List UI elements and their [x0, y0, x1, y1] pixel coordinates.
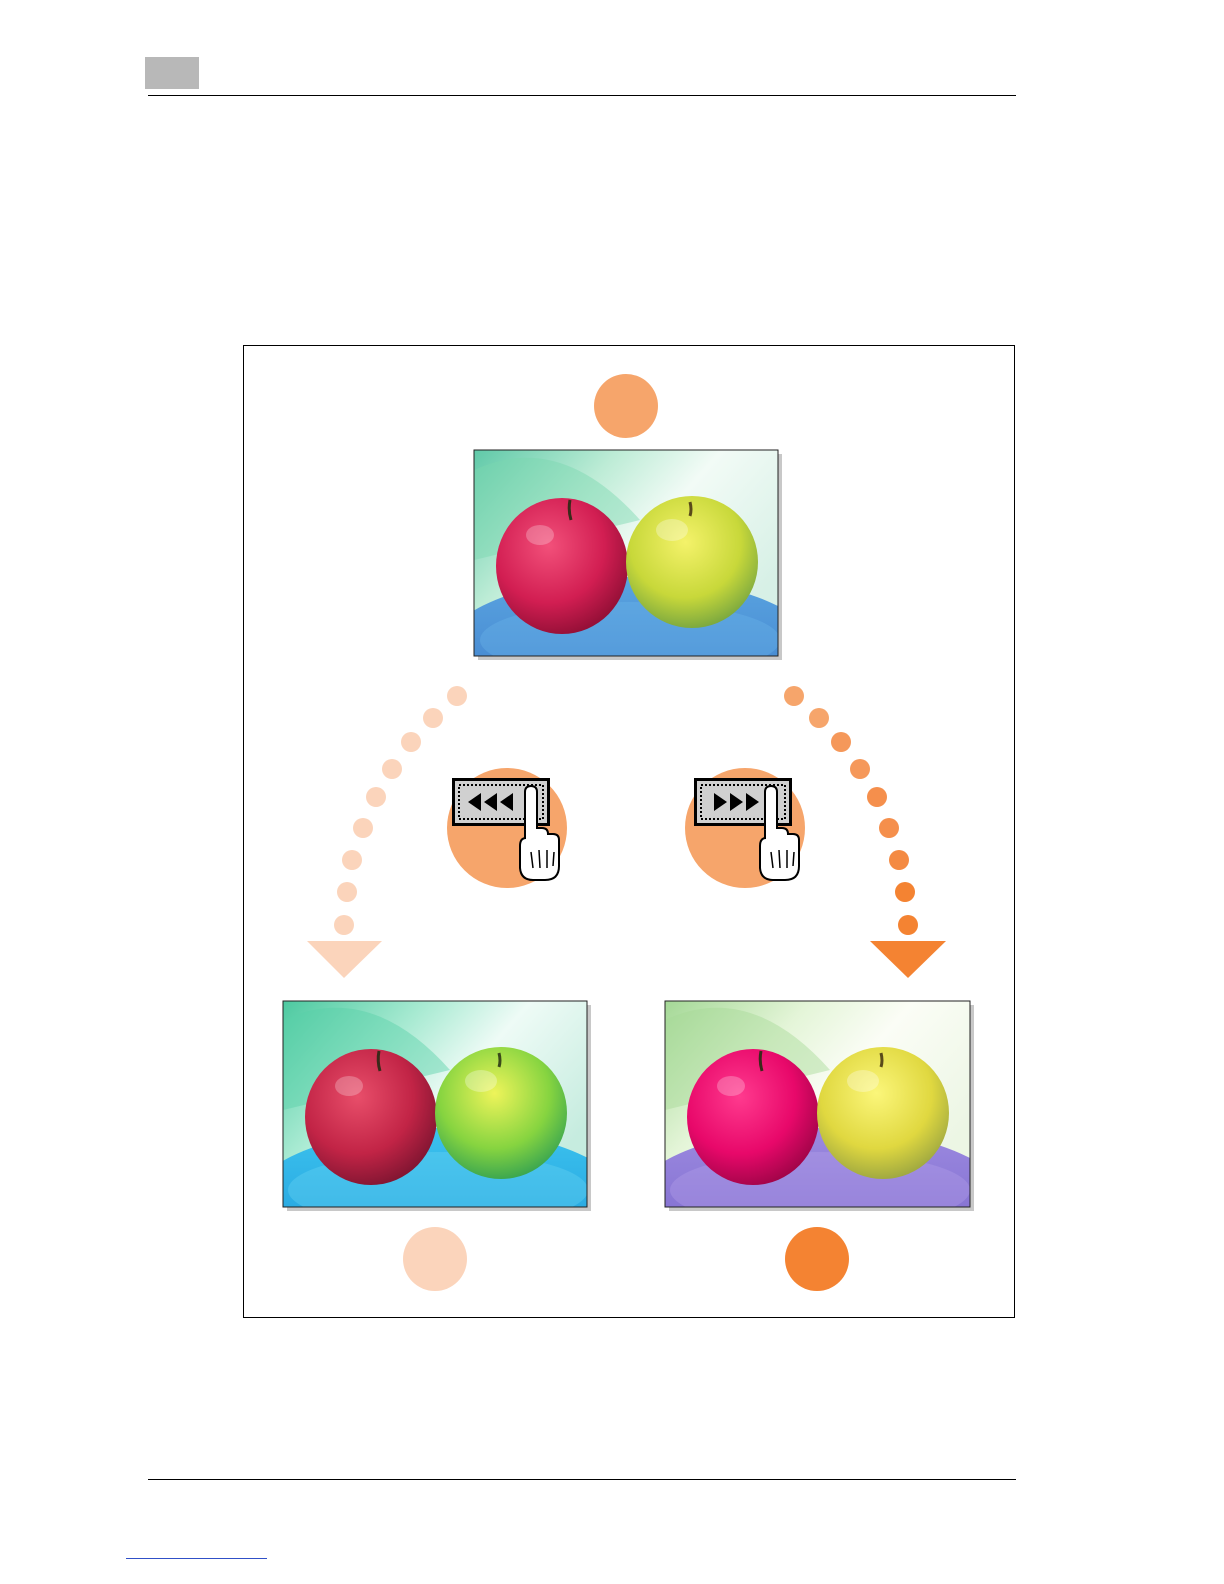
high-level-indicator-dot [785, 1227, 849, 1291]
footer-rule [148, 1479, 1016, 1480]
footer-link-underline[interactable] [126, 1558, 267, 1559]
triple-arrow-right-button-icon[interactable] [685, 768, 805, 888]
triple-arrow-left-button-icon[interactable] [447, 768, 567, 888]
low-level-indicator-dot [403, 1227, 467, 1291]
left-dotted-arrow-path [307, 686, 467, 978]
apples-photo-standard-icon [440, 450, 820, 733]
top-level-indicator-dot [594, 374, 658, 438]
right-dotted-arrow-path [784, 686, 946, 978]
